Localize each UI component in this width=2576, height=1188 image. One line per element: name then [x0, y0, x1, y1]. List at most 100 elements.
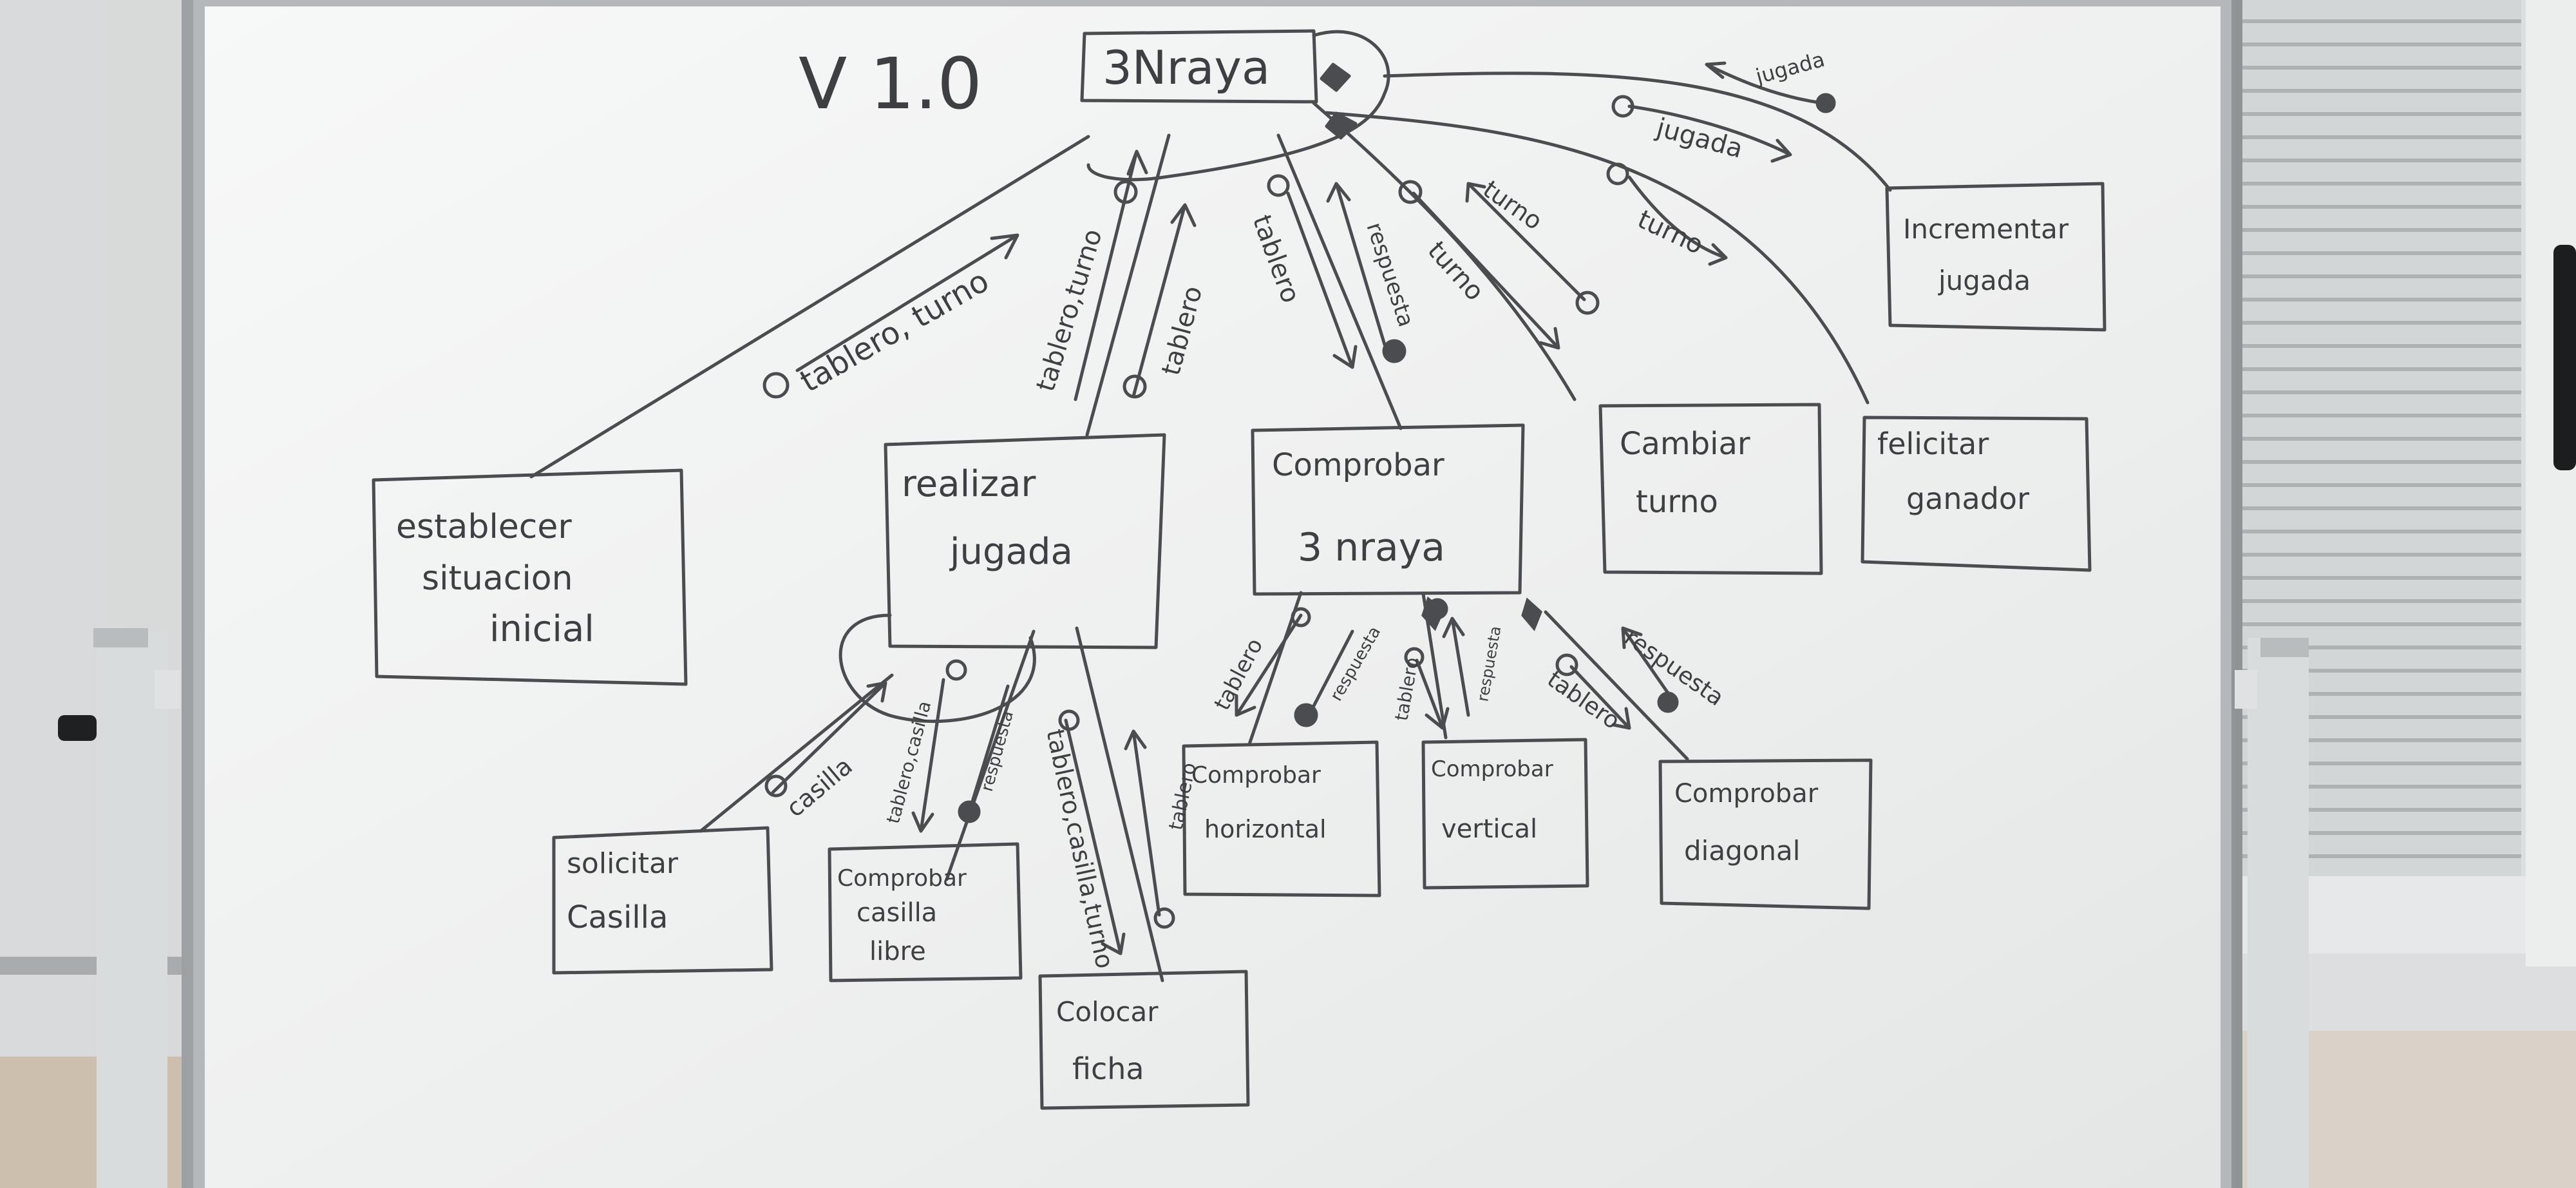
establecer-label-1: establecer — [396, 508, 572, 546]
couple-arrow-c12 — [911, 678, 945, 833]
root-box — [1080, 29, 1318, 104]
version-label: V 1.0 — [799, 43, 982, 125]
couple-arrow-c17 — [1305, 629, 1354, 720]
couple-arrow-c6 — [1412, 191, 1560, 350]
couple-circle-c16 — [1291, 607, 1311, 628]
couple-arrow-c8 — [1627, 175, 1728, 266]
couple-circles — [762, 93, 1836, 929]
couple-circle-c20 — [1555, 653, 1578, 676]
couple-circle-c13 — [958, 800, 981, 823]
felicitar-label-2: ganador — [1906, 481, 2029, 516]
couple-circle-c18 — [1404, 647, 1425, 667]
vertical-label-2: vertical — [1441, 814, 1537, 844]
flag-mark-1 — [1421, 596, 1445, 631]
couple-arrow-c21 — [1621, 626, 1676, 704]
realizar-box — [884, 433, 1166, 649]
line-root-comprobar3 — [1276, 133, 1403, 430]
comprobar3-label-1: Comprobar — [1272, 447, 1444, 483]
solicitar-label-2: Casilla — [567, 899, 668, 935]
colocar-label-2: ficha — [1072, 1051, 1144, 1086]
line-realizar-casillalibre — [945, 629, 1036, 881]
couple-arrow-c3 — [1132, 203, 1197, 398]
couple-arrow-c14 — [1064, 718, 1126, 955]
casillalibre-label-3: libre — [869, 937, 926, 966]
line-realizar-colocar — [1075, 626, 1164, 982]
felicitar-box — [1861, 416, 2092, 572]
casillalibre-label-1: Comprobar — [837, 865, 967, 892]
establecer-label-3: inicial — [489, 608, 594, 650]
line-realizar-solicitar — [699, 673, 894, 833]
horizontal-label-1: Comprobar — [1191, 762, 1321, 789]
colocar-label-1: Colocar — [1056, 996, 1159, 1028]
comprobar3-label-2: 3 nraya — [1298, 525, 1445, 570]
diagonal-label-2: diagonal — [1684, 835, 1800, 867]
couple-circle-c1 — [762, 372, 790, 399]
cambiar-box — [1598, 403, 1823, 575]
flag-mark-2 — [1521, 597, 1542, 631]
couple-circle-c14 — [1058, 709, 1080, 731]
line-root-incrementar — [1383, 72, 1892, 192]
horizontal-label-2: horizontal — [1204, 815, 1327, 843]
couple-circle-c4 — [1267, 174, 1290, 197]
couple-arrow-c16 — [1235, 613, 1303, 717]
couple-arrow-c5 — [1326, 182, 1387, 347]
couple-circle-c7 — [1575, 291, 1600, 315]
solicitar-box — [552, 826, 773, 975]
colocar-box — [1038, 970, 1250, 1110]
couple-circle-c17 — [1294, 703, 1318, 727]
control-diamond-1 — [1320, 62, 1351, 92]
whiteboard-surface — [205, 6, 2221, 1188]
couple-circle-c12 — [945, 659, 967, 681]
couple-circle-c5 — [1382, 339, 1406, 363]
couple-arrow-c11 — [771, 681, 887, 794]
couple-circle-c8 — [1606, 162, 1629, 186]
vertical-label-1: Comprobar — [1431, 756, 1553, 782]
stand-right — [2235, 638, 2309, 1188]
structure-chart — [372, 29, 2107, 1110]
horizontal-box — [1182, 740, 1381, 897]
incrementar-box — [1885, 182, 2107, 332]
casillalibre-box — [828, 842, 1023, 982]
couple-arrow-c9 — [1627, 104, 1792, 163]
stand-left — [58, 628, 180, 1188]
casillalibre-label-2: casilla — [857, 898, 937, 928]
line-comprobar3-diagonal — [1544, 610, 1689, 761]
couple-circle-c2 — [1113, 180, 1138, 204]
couple-arrow-c4 — [1286, 191, 1358, 369]
establecer-label-2: situacion — [422, 559, 573, 598]
couple-arrow-c15 — [1124, 729, 1161, 917]
couple-circle-c3 — [1122, 374, 1147, 399]
diagonal-box — [1658, 758, 1873, 910]
couple-arrow-c20 — [1569, 665, 1631, 730]
couple-circle-c15 — [1153, 907, 1175, 929]
couple-arrow-c2 — [1074, 149, 1148, 401]
couple-circle-c9 — [1611, 95, 1634, 118]
comprobar3-box — [1251, 423, 1525, 596]
couple-circle-c11 — [764, 774, 788, 798]
couple-circle-c10 — [1815, 93, 1836, 113]
root-module-label: 3Nraya — [1103, 41, 1270, 95]
realizar-loop — [838, 613, 1036, 723]
incrementar-label-1: Incrementar — [1903, 213, 2069, 245]
cambiar-label-1: Cambiar — [1620, 426, 1750, 462]
felicitar-label-1: felicitar — [1877, 426, 1989, 461]
cambiar-label-2: turno — [1636, 484, 1718, 520]
couple-arrow-c7 — [1465, 182, 1586, 302]
couple-circle-c21 — [1657, 691, 1679, 713]
couple-arrow-c13 — [967, 684, 1010, 814]
couple-circle-c6 — [1398, 180, 1423, 204]
realizar-label-2: jugada — [949, 531, 1073, 573]
establecer-box — [372, 468, 688, 686]
line-root-realizar — [1085, 133, 1171, 437]
line-root-establecer — [529, 135, 1090, 479]
realizar-label-1: realizar — [902, 463, 1036, 505]
couple-arrow-c19 — [1442, 617, 1470, 717]
couple-arrow-c18 — [1415, 658, 1450, 730]
couple-arrow-c1 — [795, 233, 1019, 372]
diagonal-label-1: Comprobar — [1674, 779, 1819, 809]
solicitar-label-1: solicitar — [567, 847, 679, 880]
incrementar-label-2: jugada — [1938, 265, 2031, 296]
vertical-box — [1421, 738, 1589, 890]
couple-arrow-c10 — [1705, 61, 1824, 105]
